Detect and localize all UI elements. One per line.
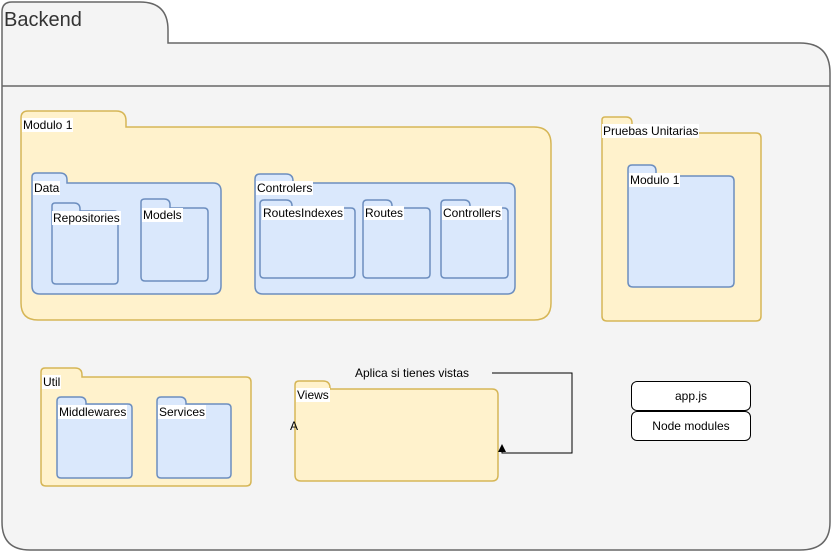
data-title: Data <box>33 181 61 195</box>
routesindexes-label: RoutesIndexes <box>262 206 345 220</box>
app-js-label: app.js <box>674 389 708 403</box>
connector-arrowhead <box>498 444 506 452</box>
views-title: Views <box>296 388 330 402</box>
backend-title: Backend <box>4 9 82 31</box>
util-title: Util <box>42 375 62 389</box>
pruebas-modulo1-folder <box>627 164 735 288</box>
pruebas-modulo1-label: Modulo 1 <box>629 173 681 187</box>
modulo1-title: Modulo 1 <box>22 118 74 132</box>
node-modules-label: Node modules <box>652 419 730 433</box>
app-js-box: app.js <box>631 381 751 411</box>
views-folder <box>294 380 499 482</box>
node-modules-box: Node modules <box>631 411 751 441</box>
routes-label: Routes <box>364 206 405 220</box>
models-label: Models <box>142 208 183 222</box>
views-stray-mark: A <box>290 419 298 433</box>
controllers-label: Controllers <box>442 206 503 220</box>
pruebas-title: Pruebas Unitarias <box>602 124 700 138</box>
controlers-title: Controlers <box>256 181 314 195</box>
services-label: Services <box>158 405 207 419</box>
repositories-label: Repositories <box>52 211 121 225</box>
middlewares-label: Middlewares <box>58 405 128 419</box>
views-note: Aplica si tienes vistas <box>355 366 470 380</box>
